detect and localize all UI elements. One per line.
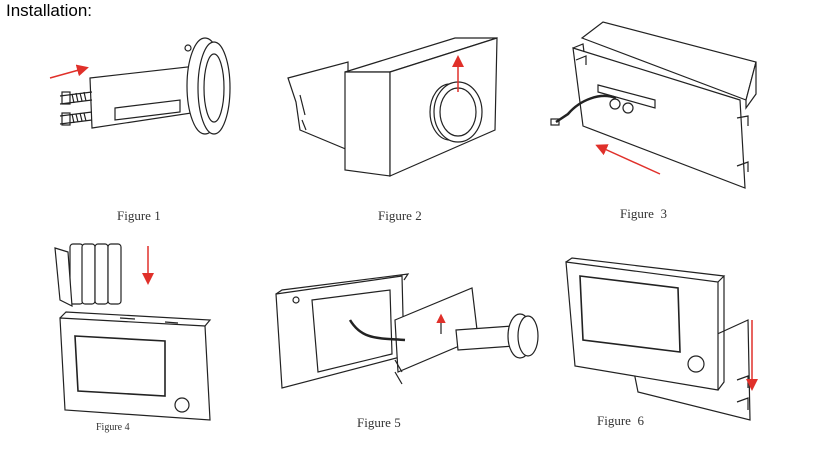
figure-1-drawing	[49, 37, 231, 135]
figure-6-drawing	[565, 257, 758, 421]
figure-5-drawing	[275, 273, 539, 389]
figure-3-caption: Figure 3	[620, 206, 667, 221]
figure-4-drawing	[54, 243, 212, 421]
figure-5-caption: Figure 5	[357, 415, 401, 430]
page-title: Installation:	[6, 1, 92, 20]
figure-3-arrow	[595, 144, 661, 175]
figure-3-drawing	[550, 21, 757, 189]
figure-1-arrow	[49, 64, 89, 79]
figure-2-drawing	[287, 37, 498, 177]
figure-4-caption: Figure 4	[96, 422, 130, 433]
figure-1-caption: Figure 1	[117, 208, 161, 223]
figure-2-caption: Figure 2	[378, 208, 422, 223]
figure-6-caption: Figure 6	[597, 413, 644, 428]
